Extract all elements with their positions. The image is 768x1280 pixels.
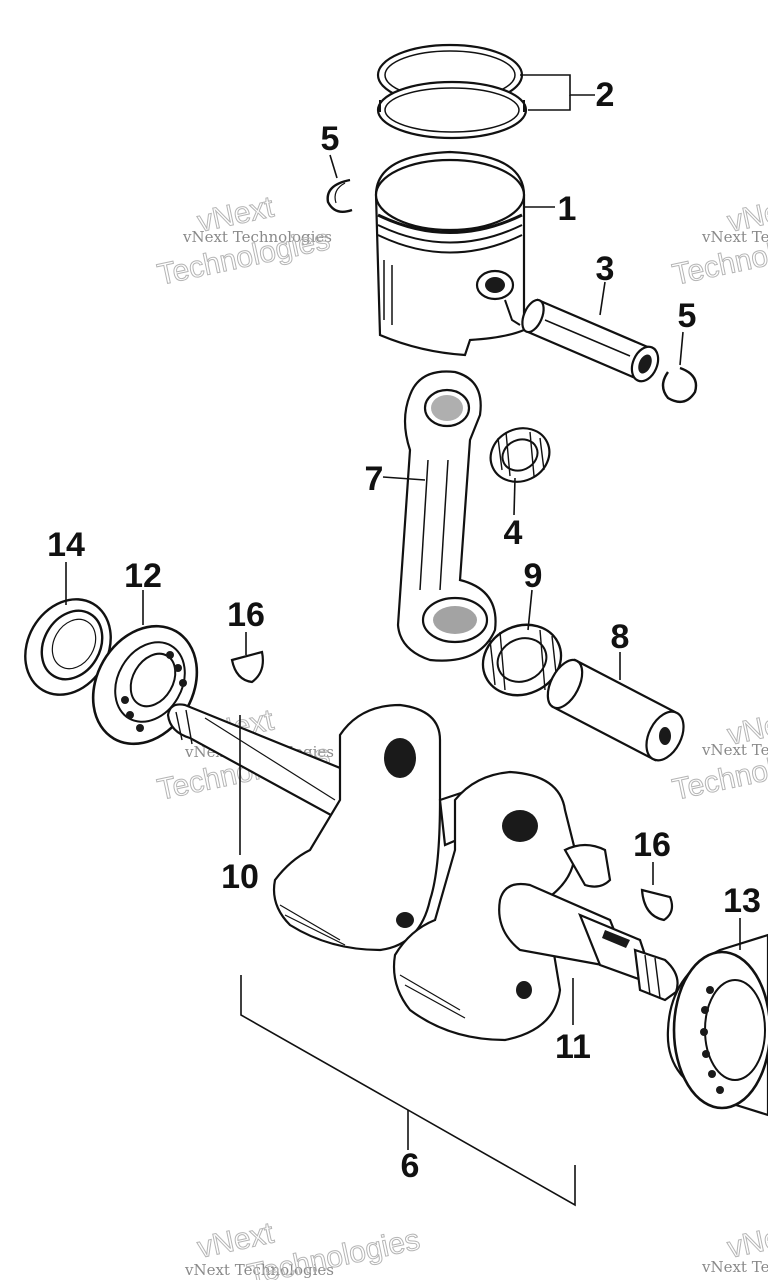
- callout-2: 2: [596, 76, 615, 114]
- callout-9: 9: [524, 557, 543, 595]
- crank-pin: [546, 658, 685, 762]
- connecting-rod: [396, 370, 497, 662]
- piston-rings: [376, 43, 528, 140]
- callout-12: 12: [124, 557, 162, 595]
- callout-labels: 1 2 3 4 5 5 6 7 8 9 10 11 12 13 14 16 16: [47, 76, 761, 1185]
- watermark-small-2: vNext Technologies: [701, 228, 768, 246]
- callout-7: 7: [365, 460, 384, 498]
- callout-16-left: 16: [227, 596, 265, 634]
- callout-3: 3: [596, 250, 615, 288]
- callout-16-right: 16: [633, 826, 671, 864]
- main-bearing-right: [666, 933, 768, 1117]
- watermark-small-5: vNext Technologies: [184, 1261, 334, 1279]
- big-end-needle-bearing: [481, 623, 563, 697]
- callout-4: 4: [504, 514, 523, 552]
- callout-6: 6: [401, 1147, 420, 1185]
- circlip-top: [326, 178, 353, 213]
- oil-seal: [24, 598, 112, 696]
- circlip-right: [661, 366, 698, 404]
- callout-11: 11: [555, 1028, 591, 1066]
- callout-8: 8: [611, 618, 630, 656]
- callout-5-right: 5: [678, 297, 697, 335]
- woodruff-key-right: [640, 888, 674, 922]
- callout-5-top: 5: [321, 120, 340, 158]
- callout-10: 10: [221, 858, 259, 896]
- leader-lines: [65, 74, 741, 1207]
- piston-pin: [521, 298, 660, 383]
- callout-1: 1: [558, 190, 577, 228]
- woodruff-key-left: [230, 650, 264, 684]
- watermark-small-6: vNext Technologies: [701, 1258, 768, 1276]
- piston: [374, 150, 526, 357]
- callout-13: 13: [723, 882, 761, 920]
- callout-14: 14: [47, 526, 85, 564]
- crankshaft: [166, 703, 679, 1042]
- small-end-needle-bearing: [489, 427, 551, 483]
- watermark-small-4: vNext Technologies: [701, 741, 768, 759]
- watermark-small-1: vNext Technologies: [182, 228, 332, 246]
